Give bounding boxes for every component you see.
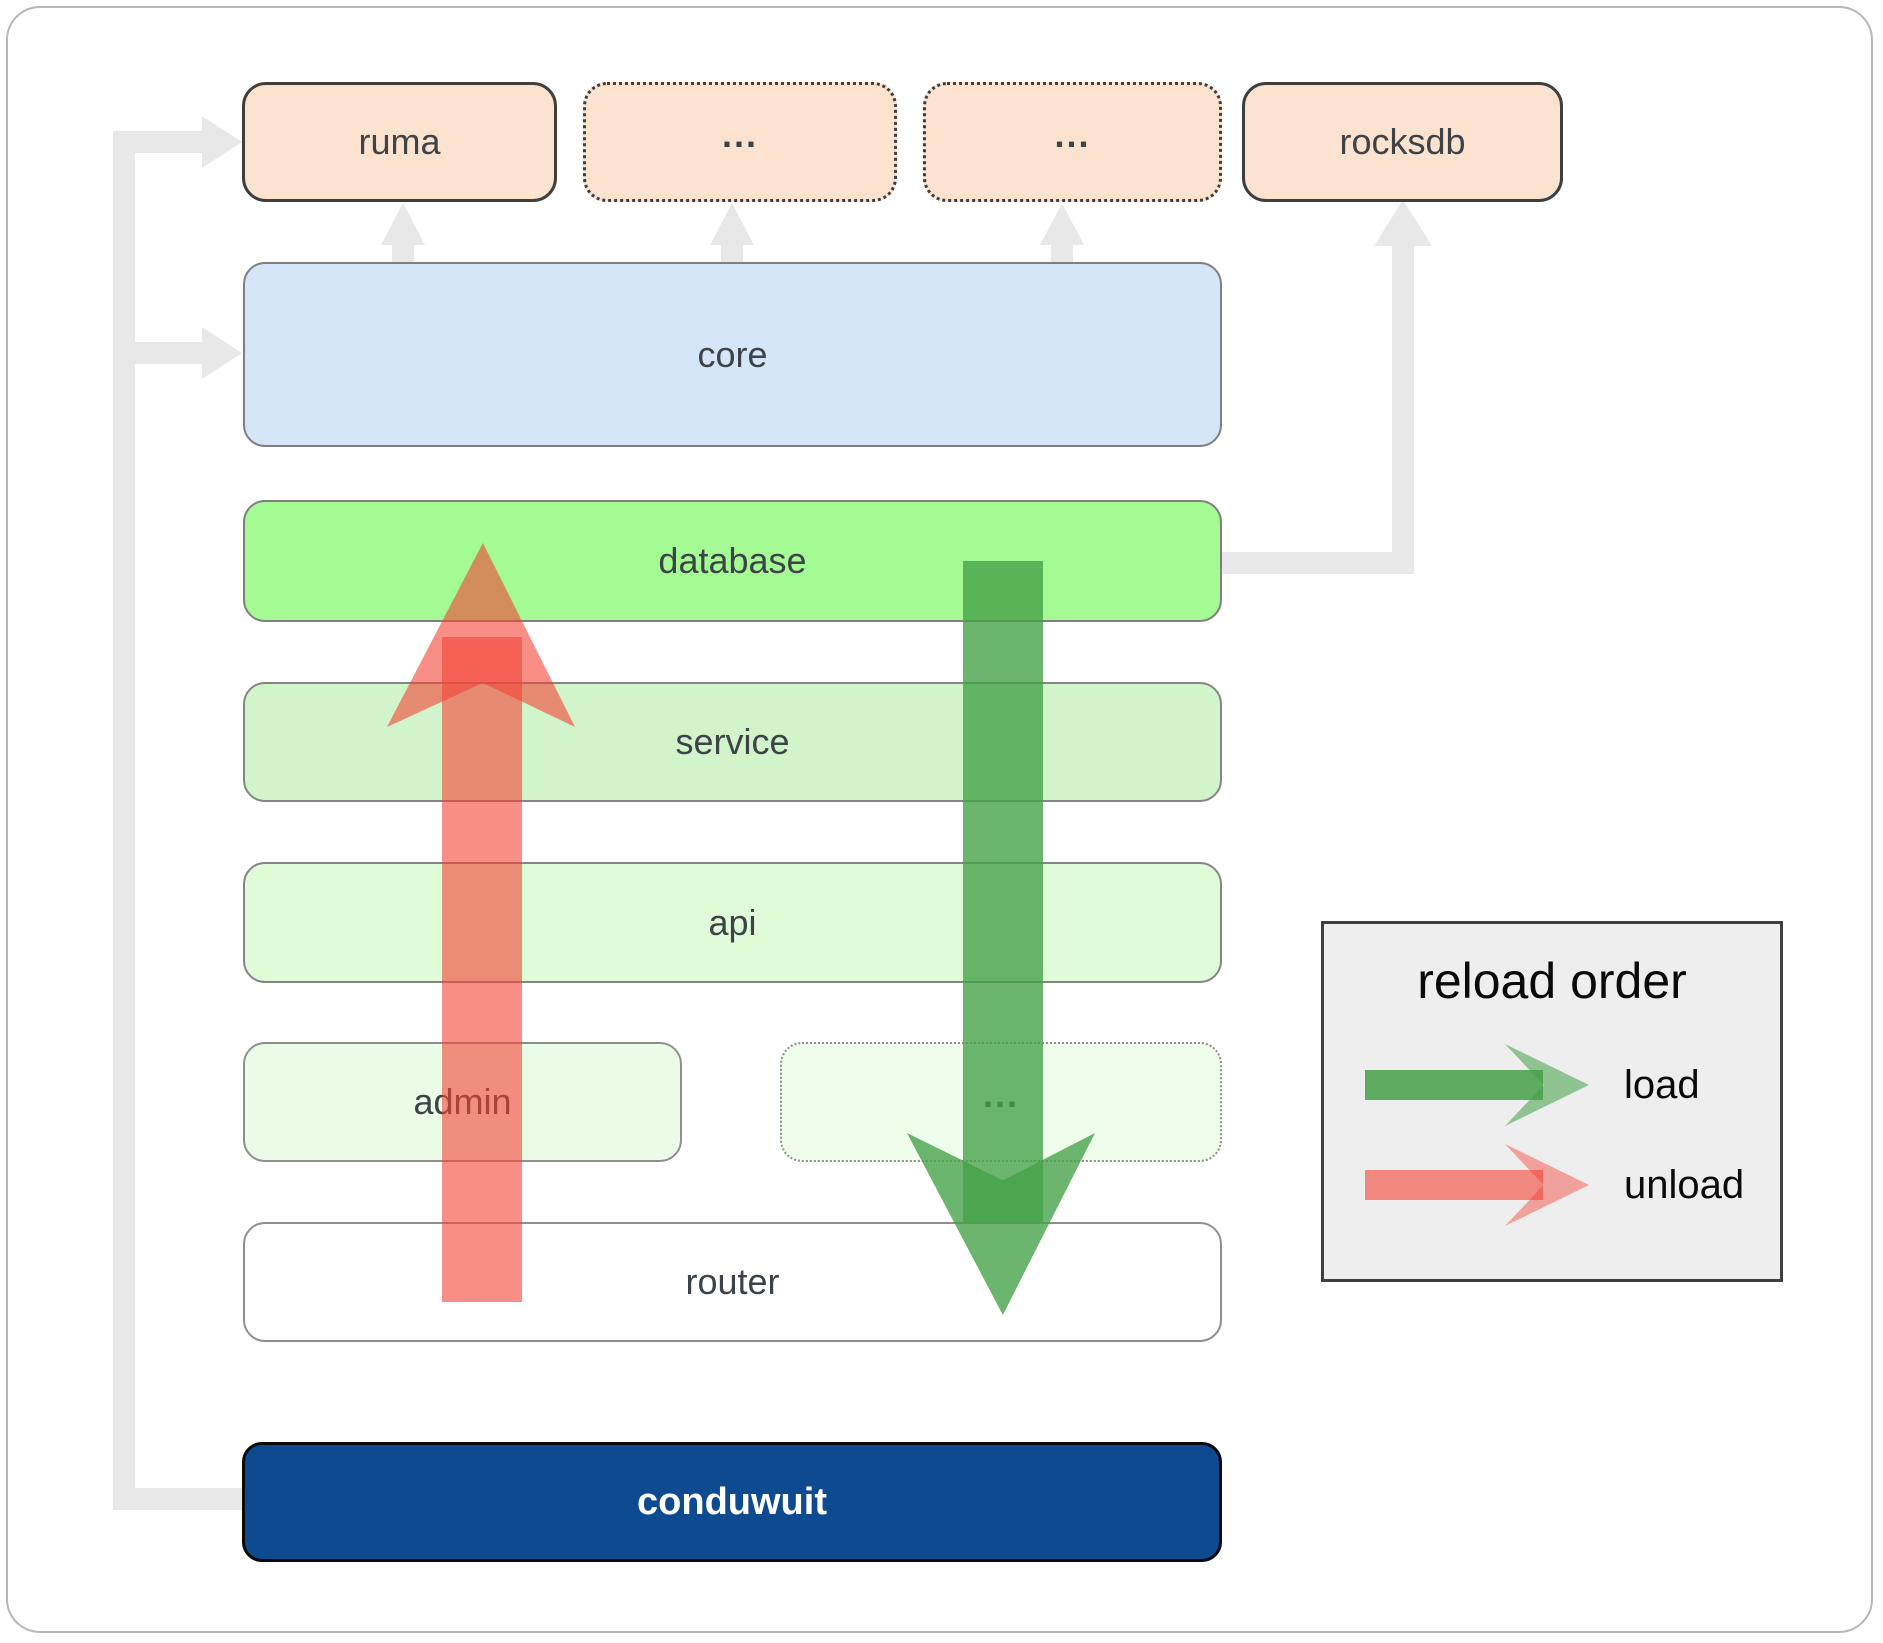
branch-to-ruma [113,131,205,153]
box-router-label: router [685,1261,780,1302]
box-rocksdb-label: rocksdb [1339,121,1466,162]
database-to-rocksdb-v [1392,242,1414,574]
box-api-label: api [708,901,757,943]
box-api: api [243,862,1222,983]
box-ellipsis-top-1-label: ... [721,114,758,155]
legend-load-label: load [1624,1062,1700,1107]
load-arrow-shaft [963,561,1043,1222]
box-core-label: core [697,333,768,375]
outer-frame [6,6,1873,1633]
box-ruma-label: ruma [358,121,441,162]
unload-legend-arrow-icon [1365,1170,1543,1200]
legend: reload order load unload [1321,921,1783,1282]
unload-arrow-shaft [442,637,522,1302]
box-ellipsis-top-2: ... [923,82,1222,202]
box-database: database [243,500,1222,622]
box-rocksdb: rocksdb [1242,82,1563,202]
box-ruma: ruma [242,82,557,202]
box-ellipsis-top-2-label: ... [1054,114,1091,155]
load-legend-arrow-icon [1365,1070,1543,1100]
branch-to-core [113,342,205,364]
legend-title: reload order [1417,953,1687,1009]
box-service: service [243,682,1222,802]
box-ellipsis-top-1: ... [583,82,897,202]
box-core: core [243,262,1222,447]
branch-to-conduwuit [113,1488,244,1510]
box-database-label: database [658,540,807,581]
box-service-label: service [675,721,790,762]
trunk-line [113,131,135,1510]
box-conduwuit-label: conduwuit [637,1481,827,1523]
legend-unload-label: unload [1624,1162,1745,1207]
box-router: router [243,1222,1222,1342]
box-conduwuit: conduwuit [242,1442,1222,1562]
database-to-rocksdb-h [1220,552,1414,574]
